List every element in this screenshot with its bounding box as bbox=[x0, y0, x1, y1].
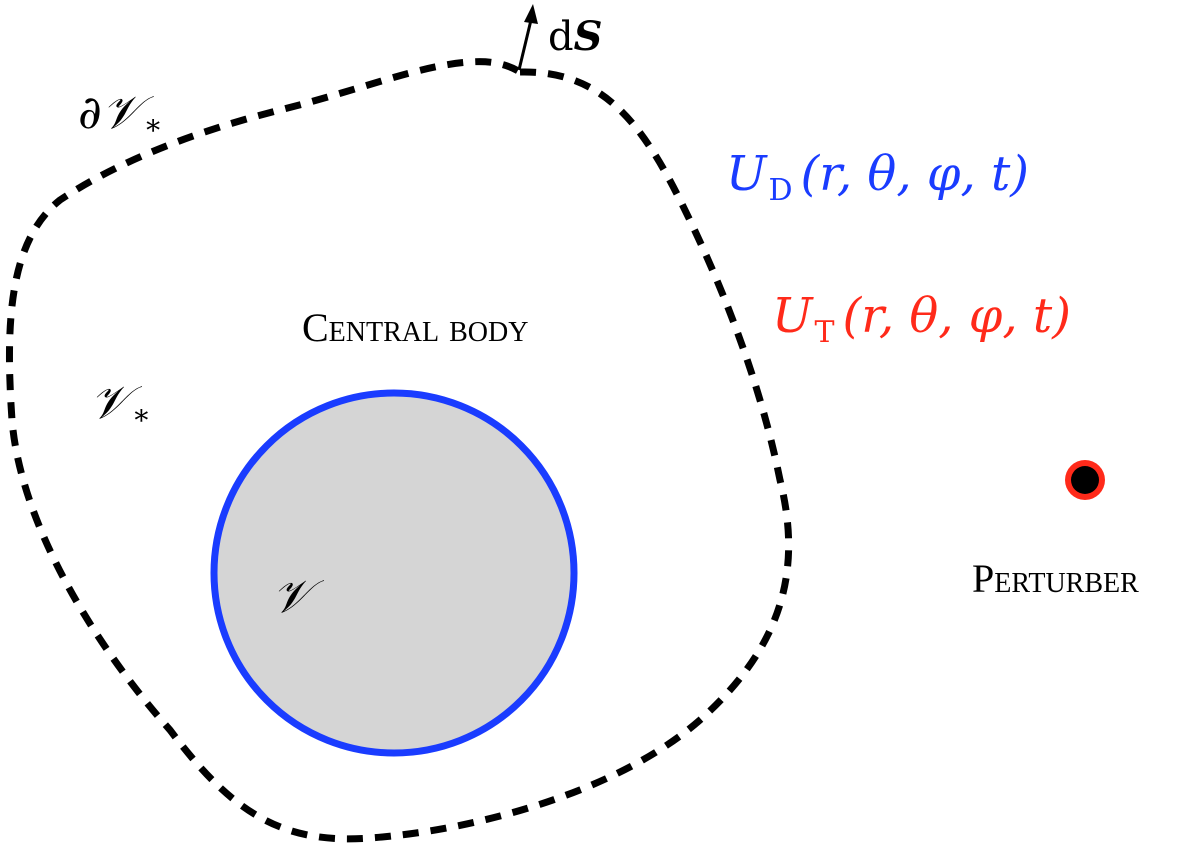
dot-icon bbox=[1065, 460, 1105, 500]
volume-star-label: 𝒱* bbox=[90, 375, 148, 437]
potential-t-label: UT(r, θ, φ, t) bbox=[772, 288, 1071, 350]
surface-element-label: dS bbox=[548, 13, 603, 60]
arrow-up-icon bbox=[517, 4, 538, 71]
boundary-dashed-curve bbox=[6, 58, 793, 843]
boundary-surface-label: ∂𝒱* bbox=[78, 85, 160, 147]
potential-d-label: UD(r, θ, φ, t) bbox=[726, 146, 1029, 208]
perturber-label: Perturber bbox=[972, 556, 1139, 601]
central-body-label: Central body bbox=[302, 305, 528, 350]
central-body-disc bbox=[210, 389, 578, 757]
